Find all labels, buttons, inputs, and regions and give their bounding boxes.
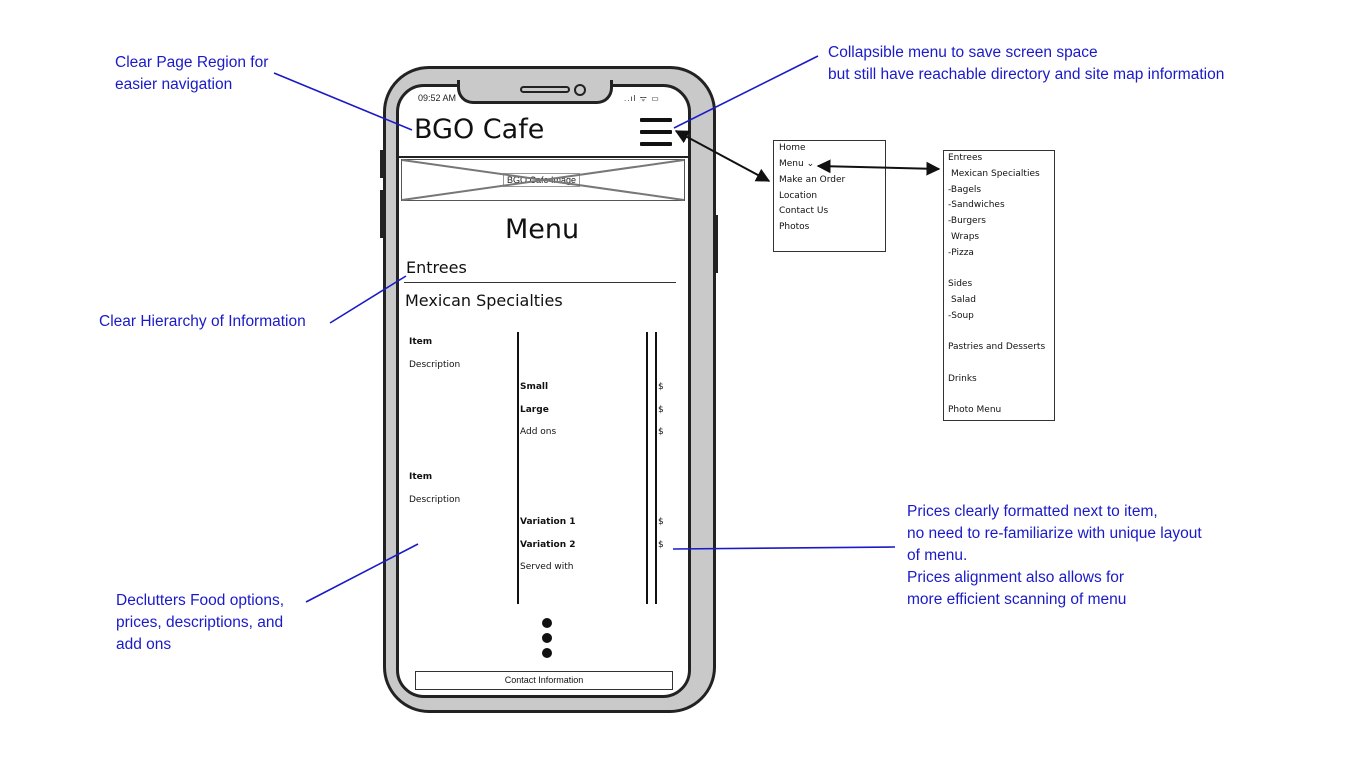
phone-volume-button-2 [380,190,383,238]
submenu-item[interactable]: Entrees [948,153,983,163]
phone-power-button [715,215,718,273]
submenu-item[interactable]: Sides [948,279,973,289]
annotation-page-region: Clear Page Region for easier navigation [115,54,269,93]
submenu-item[interactable]: -Bagels [948,185,982,195]
status-time: 09:52 AM [418,93,457,103]
status-icons: ..ıl ᯤ ▭ [624,94,660,103]
hamburger-menu-icon[interactable] [640,118,672,146]
nav-item-home[interactable]: Home [779,143,806,153]
menu-item-description: Description [409,495,461,505]
menu-item-description: Description [409,360,461,370]
submenu-item[interactable]: Drinks [948,374,977,384]
header-divider [399,156,688,158]
hero-image-label: BGO Cafe Image [503,173,581,187]
price-column-divider-right [655,332,657,604]
submenu-item[interactable]: Photo Menu [948,405,1002,415]
menu-option-price: $ [658,517,664,527]
nav-menu-panel [773,140,886,252]
more-dots-icon[interactable] [542,633,552,643]
section-heading: Entrees [406,258,467,277]
menu-option-label: Small [520,382,549,392]
menu-option-price: $ [658,405,664,415]
submenu-item[interactable]: Pastries and Desserts [948,342,1046,352]
brand-title[interactable]: BGO Cafe [414,114,545,145]
annotation-hierarchy: Clear Hierarchy of Information [99,313,306,330]
nav-item-make-order[interactable]: Make an Order [779,175,846,185]
menu-option-label: Large [520,405,549,415]
phone-volume-button [380,150,383,178]
menu-column-divider [517,332,519,604]
menu-item-name: Item [409,337,433,347]
speaker-icon [520,86,570,93]
menu-option-label: Variation 1 [520,517,576,527]
submenu-item[interactable]: -Burgers [948,216,986,226]
annotation-collapsible-menu: Collapsible menu to save screen space bu… [828,44,1225,83]
nav-item-location[interactable]: Location [779,191,818,201]
subsection-heading: Mexican Specialties [405,291,563,310]
annotation-declutter: Declutters Food options, prices, descrip… [116,592,285,653]
menu-option-label: Add ons [520,427,557,437]
submenu-item[interactable]: Salad [951,295,976,305]
submenu-item[interactable]: Mexican Specialties [951,169,1040,179]
camera-icon [574,84,586,96]
more-dots-icon[interactable] [542,618,552,628]
menu-option-price: $ [658,382,664,392]
nav-item-photos[interactable]: Photos [779,222,810,232]
menu-option-price: $ [658,540,664,550]
price-column-divider-left [646,332,648,604]
submenu-panel [943,150,1055,421]
menu-item-name: Item [409,472,433,482]
page-title: Menu [505,214,580,245]
menu-option-price: $ [658,427,664,437]
section-divider [404,282,676,283]
annotation-prices: Prices clearly formatted next to item, n… [907,503,1202,608]
submenu-item[interactable]: -Soup [948,311,974,321]
more-dots-icon[interactable] [542,648,552,658]
menu-option-label: Served with [520,562,574,572]
nav-item-contact[interactable]: Contact Us [779,206,829,216]
submenu-item[interactable]: Wraps [951,232,980,242]
menu-option-label: Variation 2 [520,540,576,550]
submenu-item[interactable]: -Pizza [948,248,974,258]
submenu-item[interactable]: -Sandwiches [948,200,1005,210]
contact-information-button[interactable]: Contact Information [415,671,673,690]
nav-item-menu[interactable]: Menu ⌄ [779,159,815,169]
